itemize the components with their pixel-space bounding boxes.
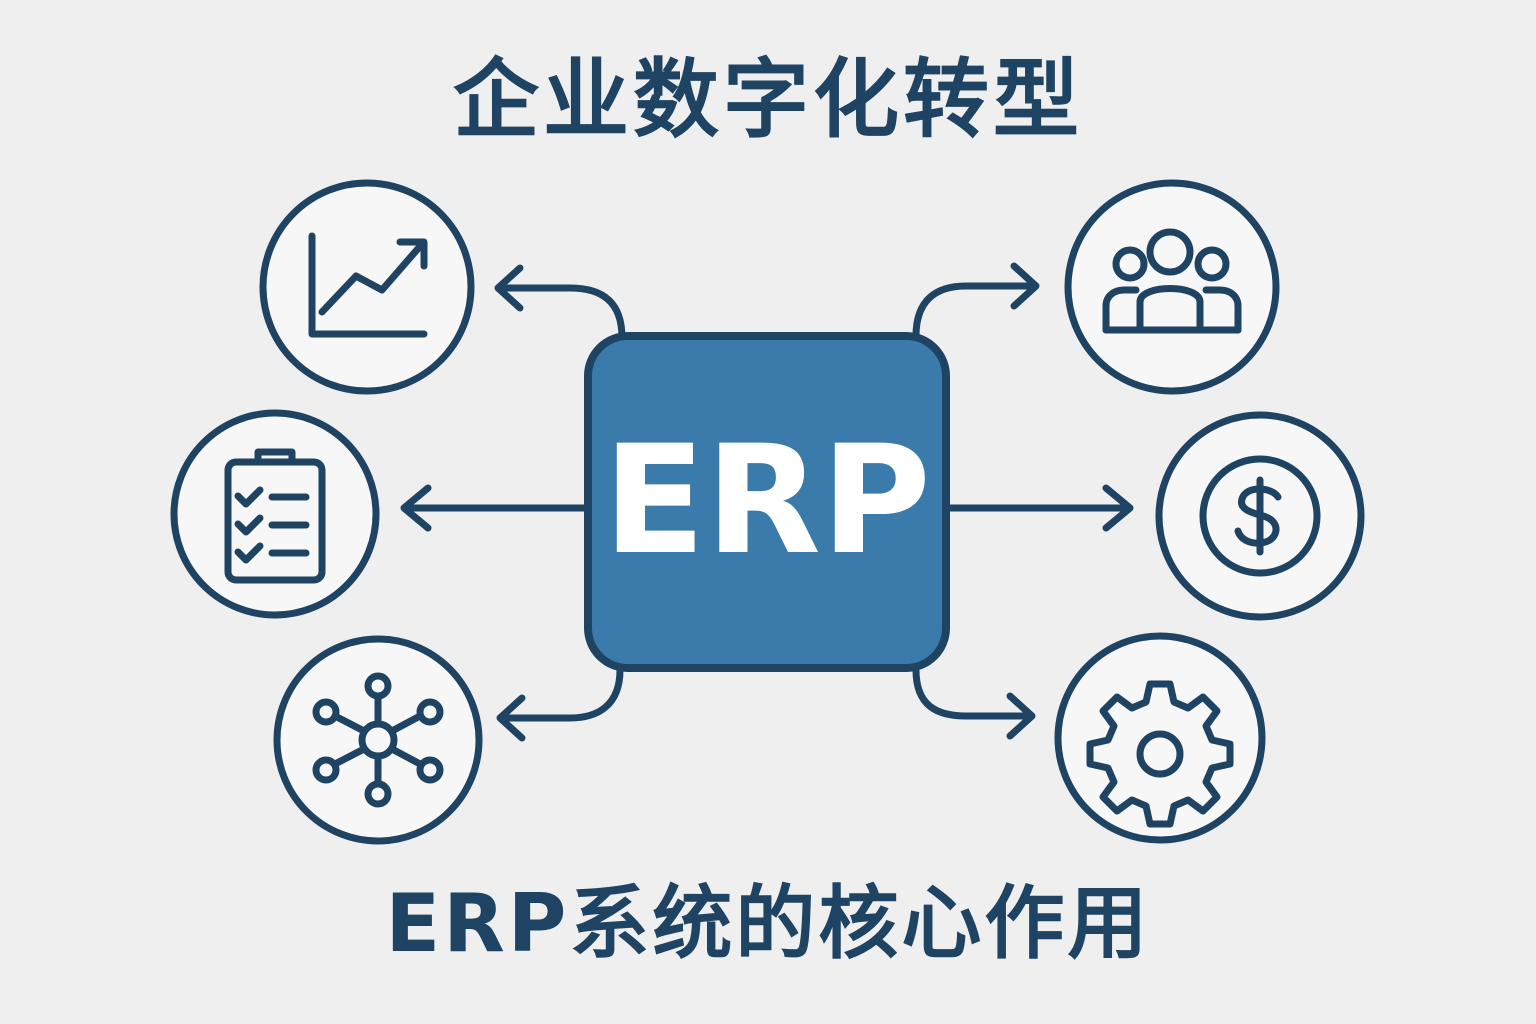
arrow-to-settings	[912, 666, 1034, 720]
node-settings	[1054, 632, 1266, 844]
node-people	[1064, 179, 1280, 395]
node-network	[273, 635, 483, 845]
page-subtitle: ERP系统的核心作用	[385, 877, 1151, 970]
arrowhead-people	[1010, 262, 1040, 310]
arrow-to-network	[498, 666, 624, 722]
erp-center-block: ERP	[584, 332, 950, 672]
arrowhead-settings	[1006, 692, 1036, 740]
page-title: 企业数字化转型	[453, 50, 1083, 150]
arrowhead-finance	[1102, 484, 1134, 532]
arrowhead-growth	[494, 264, 524, 312]
arrow-to-growth	[496, 284, 626, 342]
arrow-to-people	[912, 282, 1038, 340]
gear-icon	[1086, 680, 1234, 828]
line-chart-icon	[308, 232, 428, 338]
user-group-icon	[1102, 228, 1242, 334]
arrowhead-network	[496, 694, 526, 742]
dollar-coin-icon	[1199, 455, 1321, 577]
clipboard-checklist-icon	[224, 448, 326, 584]
erp-label: ERP	[603, 414, 931, 588]
arrowhead-checklist	[400, 484, 432, 532]
connectors	[400, 262, 1134, 742]
node-growth	[259, 179, 475, 395]
node-checklist	[170, 409, 380, 619]
node-finance	[1155, 411, 1365, 621]
network-hub-icon	[312, 672, 444, 808]
